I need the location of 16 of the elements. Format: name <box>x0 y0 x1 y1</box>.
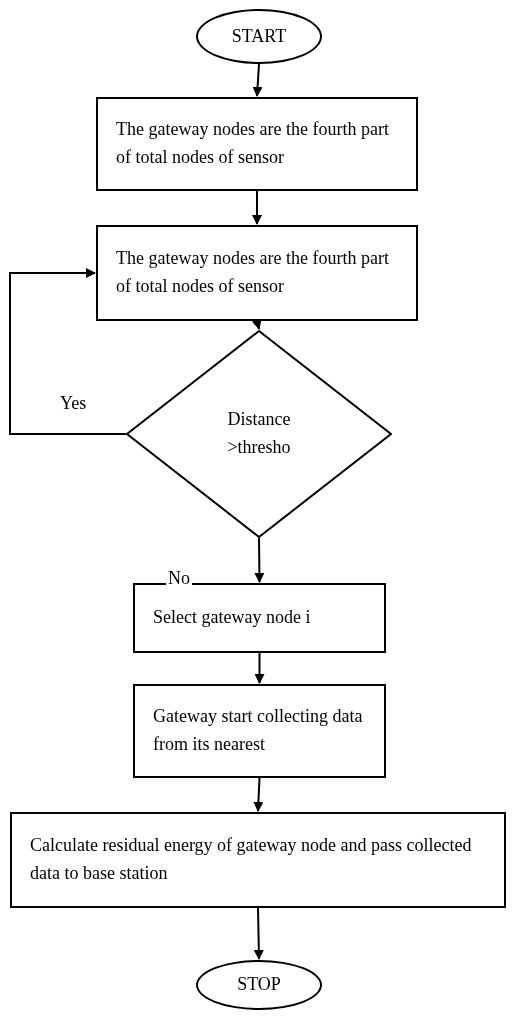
arrow <box>253 777 264 812</box>
process-box: Gateway start collecting data from its nearest <box>133 684 386 778</box>
arrow <box>253 907 264 960</box>
decision-diamond: Distance >thresho <box>126 330 392 538</box>
arrow <box>254 537 265 583</box>
arrow <box>254 652 265 684</box>
arrow <box>252 63 263 97</box>
process-box: Select gateway node i <box>133 583 386 653</box>
process-box: The gateway nodes are the fourth part of total nodes of sensor <box>96 225 418 321</box>
arrow <box>251 319 262 330</box>
terminal-oval: START <box>196 9 322 64</box>
process-box: The gateway nodes are the fourth part of total nodes of sensor <box>96 97 418 191</box>
process-box: Calculate residual energy of gateway node and pass collected data to base station <box>10 812 506 908</box>
arrow <box>9 268 127 435</box>
arrow <box>252 190 262 225</box>
terminal-oval: STOP <box>196 960 322 1010</box>
